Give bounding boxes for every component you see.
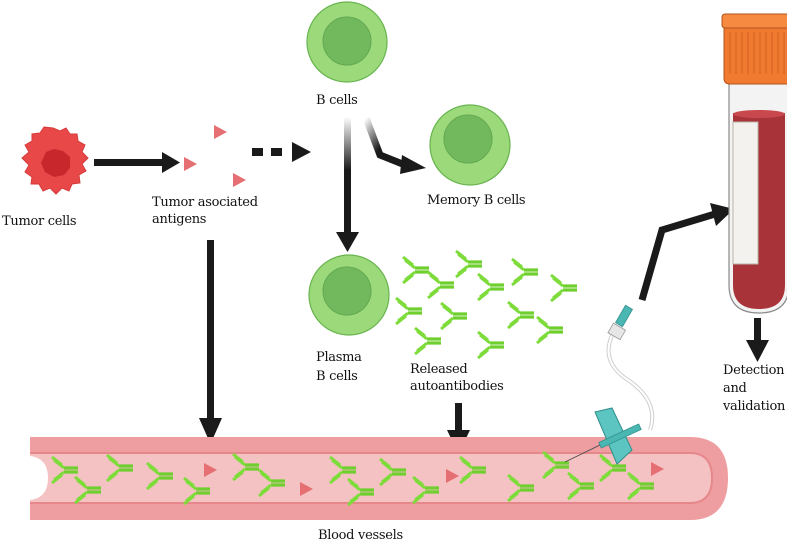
label-tumor-cells: Tumor cells xyxy=(2,214,77,229)
label-tumor-antigens-line2: antigens xyxy=(152,212,207,227)
memory-b-cell-icon xyxy=(429,104,511,186)
label-released-line1: Released xyxy=(410,362,468,377)
label-b-cells: B cells xyxy=(316,93,358,108)
label-detection-line3: validation xyxy=(723,399,786,414)
arrow-needle-to-tube xyxy=(638,203,734,301)
label-blood-vessels: Blood vessels xyxy=(318,528,403,543)
plasma-b-cell-icon xyxy=(308,254,390,336)
label-detection-line1: Detection xyxy=(723,363,785,378)
arrow-tube-to-detection xyxy=(746,318,769,362)
label-detection-line2: and xyxy=(723,381,747,396)
blood-tube-icon xyxy=(721,13,787,314)
label-tumor-antigens-line1: Tumor asociated xyxy=(152,195,258,210)
dashed-arrow-antigens-to-bcells xyxy=(252,142,311,162)
tumor-cell-icon xyxy=(21,126,89,195)
butterfly-needle-icon xyxy=(564,304,655,465)
released-antibodies-cluster xyxy=(394,249,579,360)
arrow-tumor-to-antigens xyxy=(94,152,180,173)
label-memory-b-cells: Memory B cells xyxy=(427,193,526,208)
arrow-bcells-to-plasma xyxy=(336,117,359,252)
arrow-bcells-to-memory xyxy=(362,116,426,174)
label-plasma-line2: B cells xyxy=(316,369,358,384)
antigen-icon xyxy=(184,125,246,187)
b-cell-icon xyxy=(306,1,388,83)
label-plasma-line1: Plasma xyxy=(316,350,362,365)
label-released-line2: autoantibodies xyxy=(410,379,504,394)
blood-vessel-icon xyxy=(30,437,728,520)
arrow-antigens-to-vessel xyxy=(199,240,222,444)
